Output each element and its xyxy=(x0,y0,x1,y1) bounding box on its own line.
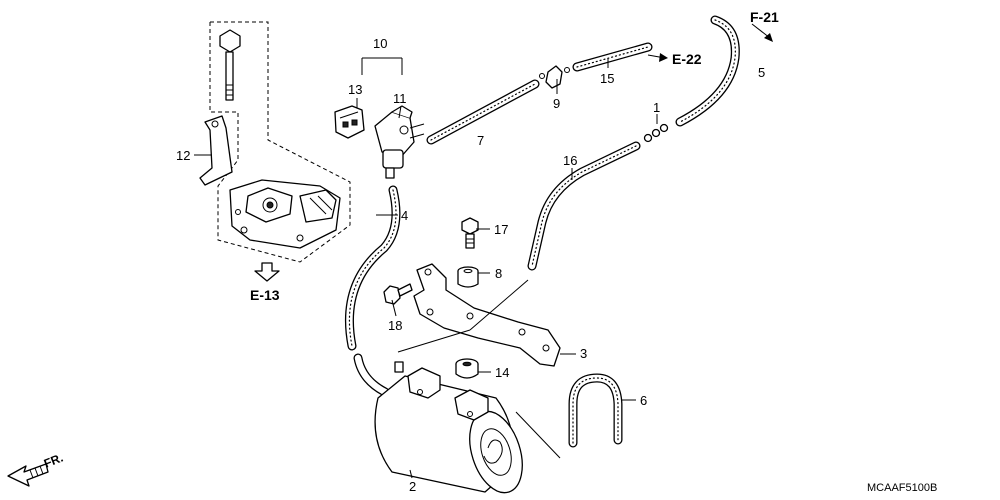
f21-arrow xyxy=(751,23,773,42)
callout-8: 8 xyxy=(495,266,502,281)
hose-7 xyxy=(426,79,540,145)
front-label: FR. xyxy=(42,451,65,471)
grommet-14 xyxy=(455,358,479,379)
hose-5 xyxy=(675,15,740,127)
connector-13 xyxy=(334,105,365,139)
callout-14: 14 xyxy=(495,365,509,380)
callout-12: 12 xyxy=(176,148,190,163)
callout-11: 11 xyxy=(393,91,407,106)
collar-8 xyxy=(457,266,479,288)
callout-4: 4 xyxy=(401,208,408,223)
callout-10: 10 xyxy=(373,36,387,51)
joint-1 xyxy=(643,123,669,143)
e22-arrow xyxy=(647,53,668,62)
callout-1: 1 xyxy=(653,100,660,115)
hose-16 xyxy=(527,141,641,271)
e13-arrow xyxy=(254,262,280,282)
reference-e13: E-13 xyxy=(250,287,280,303)
callout-18: 18 xyxy=(388,318,402,333)
canister-2 xyxy=(374,361,523,494)
callout-6: 6 xyxy=(640,393,647,408)
callout-15: 15 xyxy=(600,71,614,86)
assembly-group-boundary xyxy=(209,21,351,263)
callout-17: 17 xyxy=(494,222,508,237)
callout-3: 3 xyxy=(580,346,587,361)
leader-lines xyxy=(194,57,658,479)
callout-9: 9 xyxy=(553,96,560,111)
callout-16: 16 xyxy=(563,153,577,168)
actuator-assembly xyxy=(229,179,341,249)
bolt-18 xyxy=(383,283,413,305)
callout-7: 7 xyxy=(477,133,484,148)
bolt-17 xyxy=(461,217,479,249)
joint-9 xyxy=(539,65,570,89)
canister-inlet-hose xyxy=(353,353,390,397)
callout-13: 13 xyxy=(348,82,362,97)
reference-f21: F-21 xyxy=(750,9,779,25)
reference-e22: E-22 xyxy=(672,51,702,67)
long-bolt xyxy=(219,29,241,101)
callout-5: 5 xyxy=(758,65,765,80)
front-arrow-icon xyxy=(7,463,49,487)
callout-2: 2 xyxy=(409,479,416,494)
bracket-12 xyxy=(199,115,233,186)
hose-15 xyxy=(572,42,653,72)
diagram-code: MCAAF5100B xyxy=(867,482,937,494)
purge-valve-11 xyxy=(374,105,425,179)
hose-6 xyxy=(568,373,623,448)
